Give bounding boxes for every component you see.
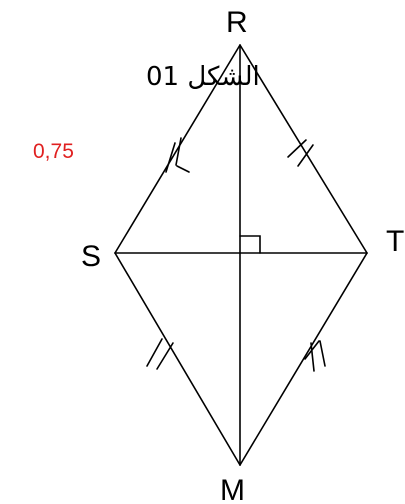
- side-rt: [239, 44, 368, 254]
- vertex-label-t: T: [386, 225, 404, 258]
- tick-marks-tm: [304, 340, 326, 372]
- side-tm: [239, 252, 368, 466]
- tick-marks-sm: [146, 338, 174, 370]
- vertex-label-m: M: [220, 474, 245, 504]
- vertex-label-s: S: [81, 240, 101, 273]
- side-rs: [114, 44, 241, 254]
- score-label: 0,75: [33, 140, 74, 163]
- side-sm: [114, 252, 241, 466]
- tick-marks-rs: [165, 137, 190, 173]
- tick-marks-rt: [287, 139, 314, 167]
- vertex-label-r: R: [226, 6, 248, 39]
- right-angle-marker: [239, 235, 261, 254]
- figure-caption: الشكل 01: [146, 62, 260, 92]
